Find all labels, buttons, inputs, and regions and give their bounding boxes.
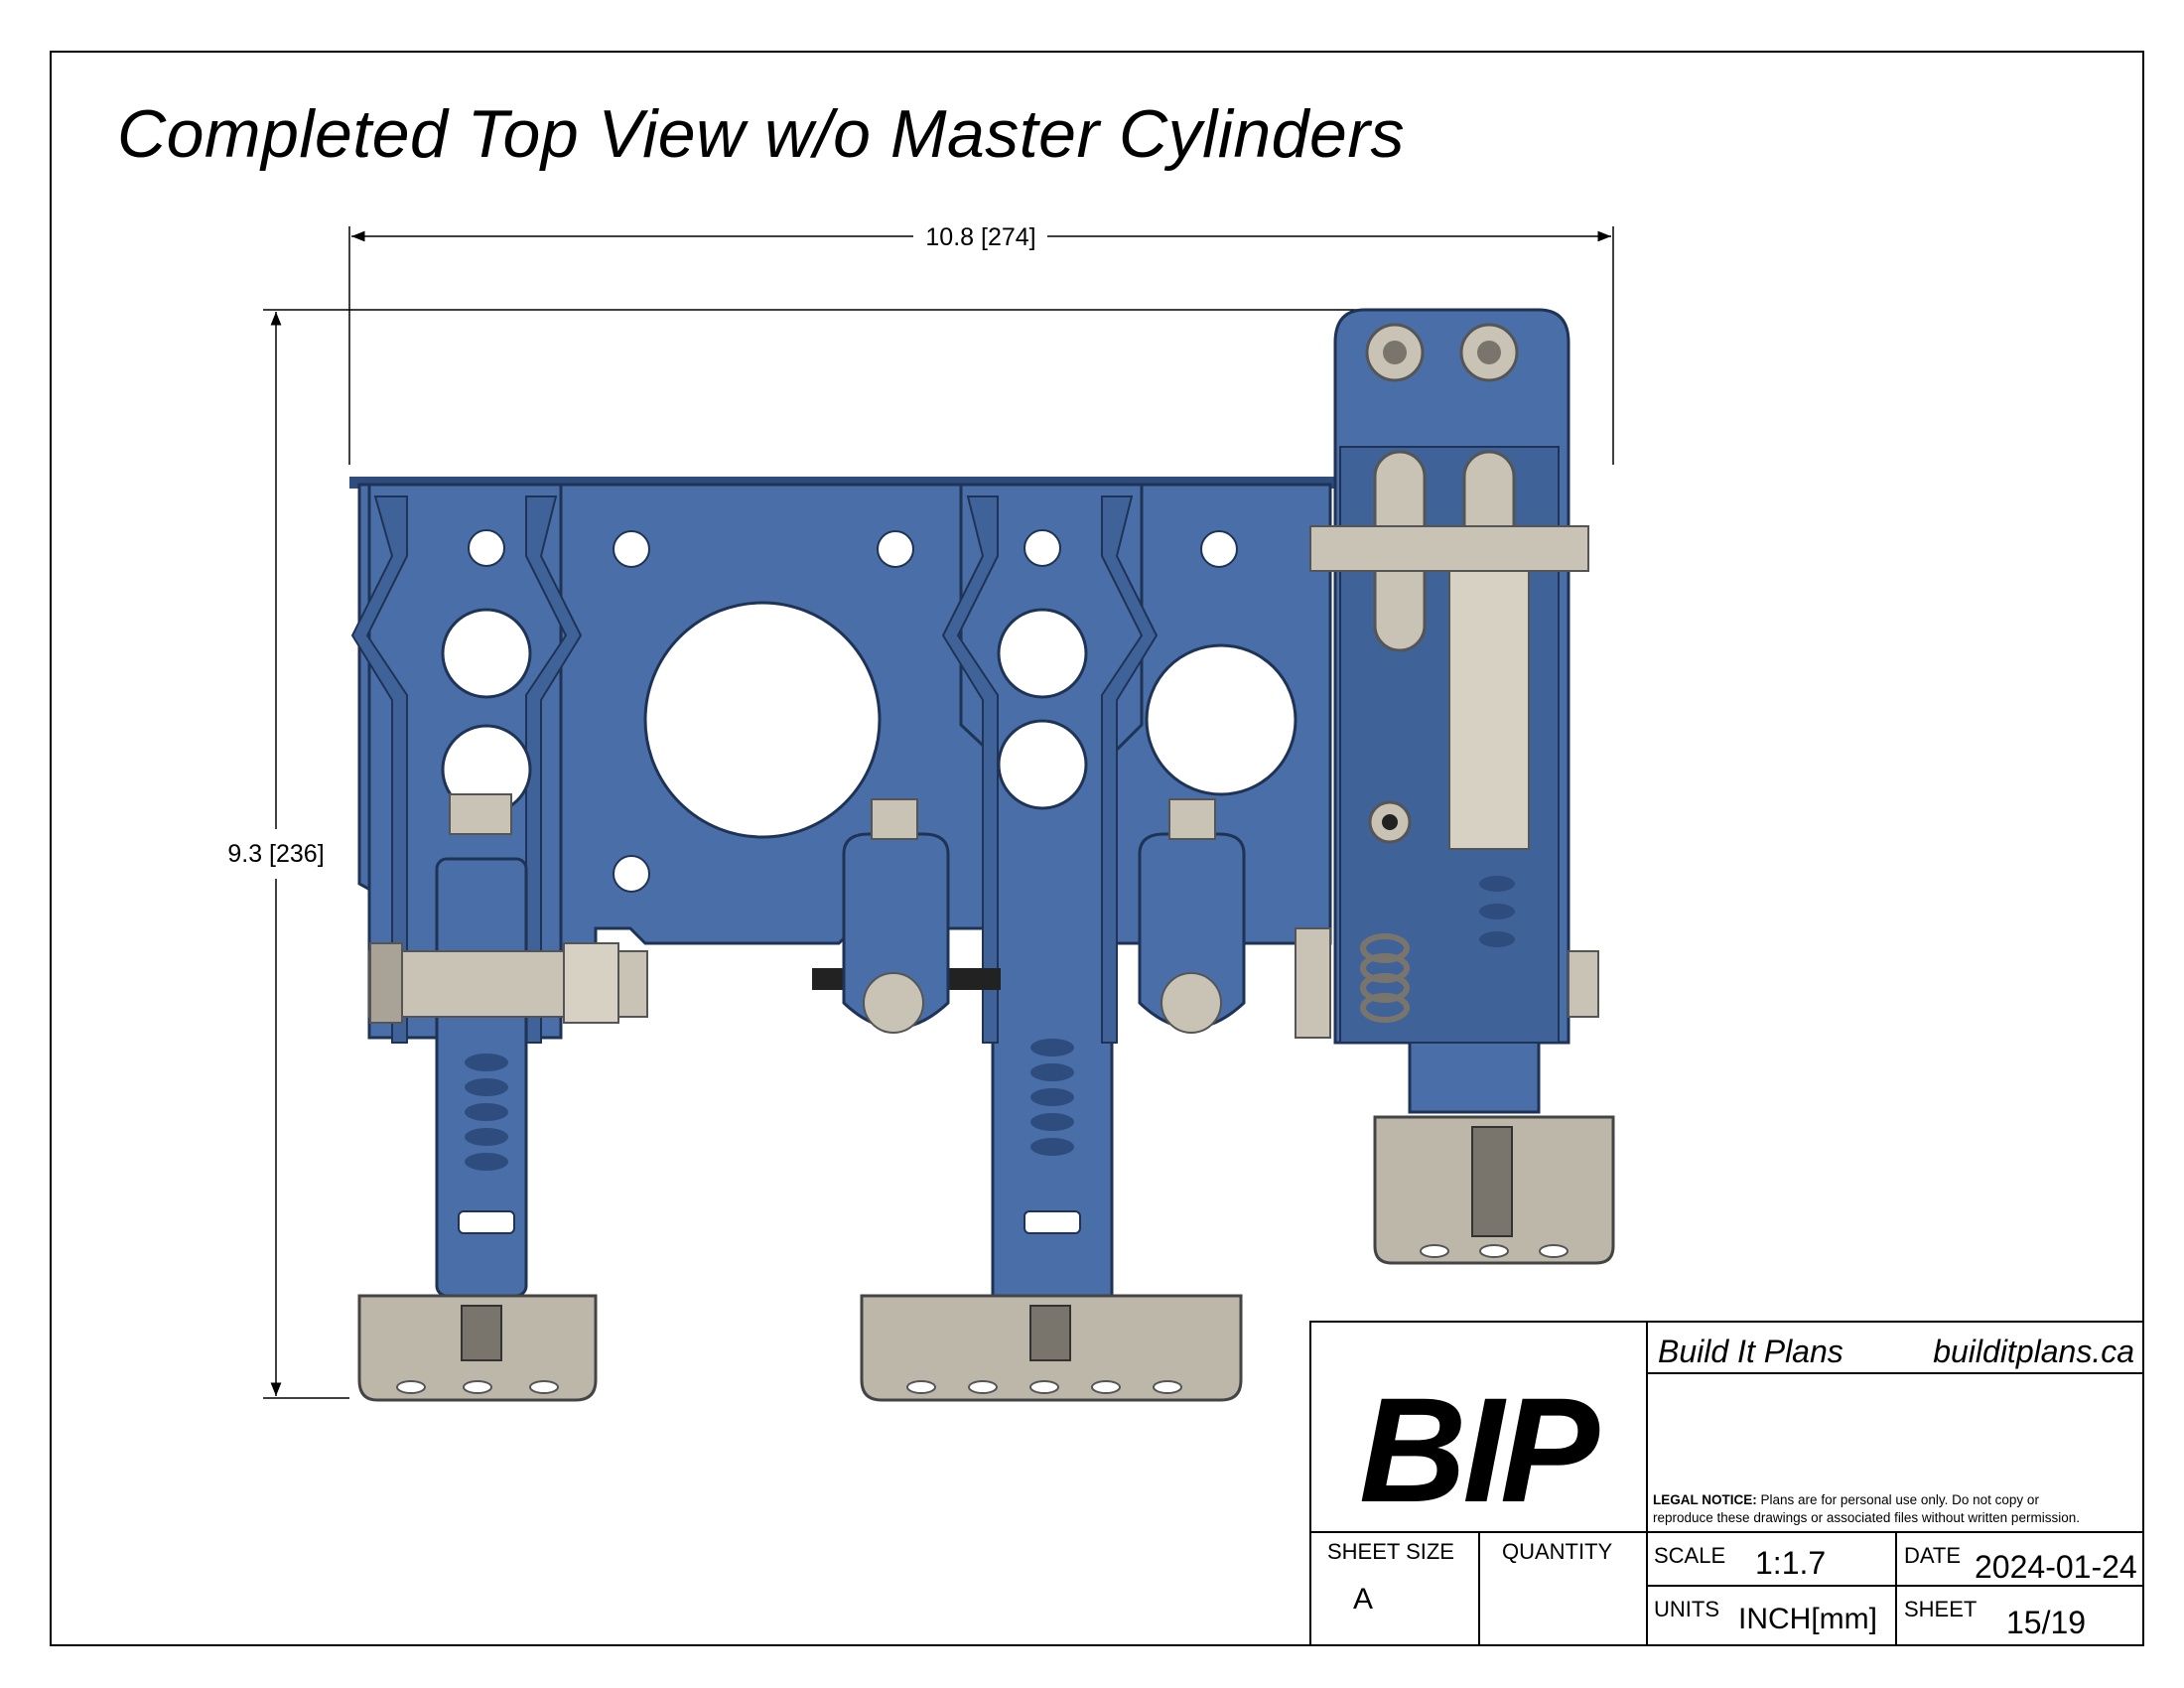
sheet-size-label: SHEET SIZE: [1327, 1539, 1454, 1564]
middle-pedal: [812, 483, 1246, 1402]
left-pedal: [350, 483, 648, 1402]
right-pedal: [1295, 308, 1615, 1265]
company-logo: BIP: [1359, 1366, 1599, 1533]
page-title: Completed Top View w/o Master Cylinders: [117, 96, 1405, 172]
legal-notice-line2: reproduce these drawings or associated f…: [1653, 1510, 2080, 1525]
units-value: INCH[mm]: [1738, 1603, 1877, 1635]
scale-value: 1:1.7: [1755, 1545, 1827, 1581]
legal-notice: LEGAL NOTICE: Plans are for personal use…: [1653, 1491, 2141, 1527]
units-label: UNITS: [1654, 1597, 1719, 1621]
height-dimension-label: 9.3 [236]: [227, 840, 324, 868]
height-dimension: 9.3 [236]: [227, 309, 1390, 1399]
drawing-border: [50, 51, 2144, 1646]
date-label: DATE: [1904, 1543, 1962, 1568]
quantity-label: QUANTITY: [1502, 1539, 1613, 1564]
company-name: Build It Plans: [1658, 1334, 1843, 1369]
legal-notice-heading: LEGAL NOTICE:: [1653, 1492, 1757, 1507]
sheet-label: SHEET: [1904, 1597, 1978, 1621]
title-block: BIP Build It Plans builditplans.ca LEGAL…: [1309, 1321, 2144, 1646]
legal-notice-line1: Plans are for personal use only. Do not …: [1760, 1492, 2039, 1507]
sheet-size-value: A: [1353, 1583, 1374, 1616]
date-value: 2024-01-24: [1975, 1549, 2137, 1585]
company-website: builditplans.ca: [1933, 1334, 2134, 1369]
scale-label: SCALE: [1654, 1543, 1726, 1568]
sheet-number: 15/19: [2006, 1605, 2087, 1640]
width-dimension: 10.8 [274]: [348, 223, 1614, 465]
width-dimension-label: 10.8 [274]: [925, 223, 1035, 251]
